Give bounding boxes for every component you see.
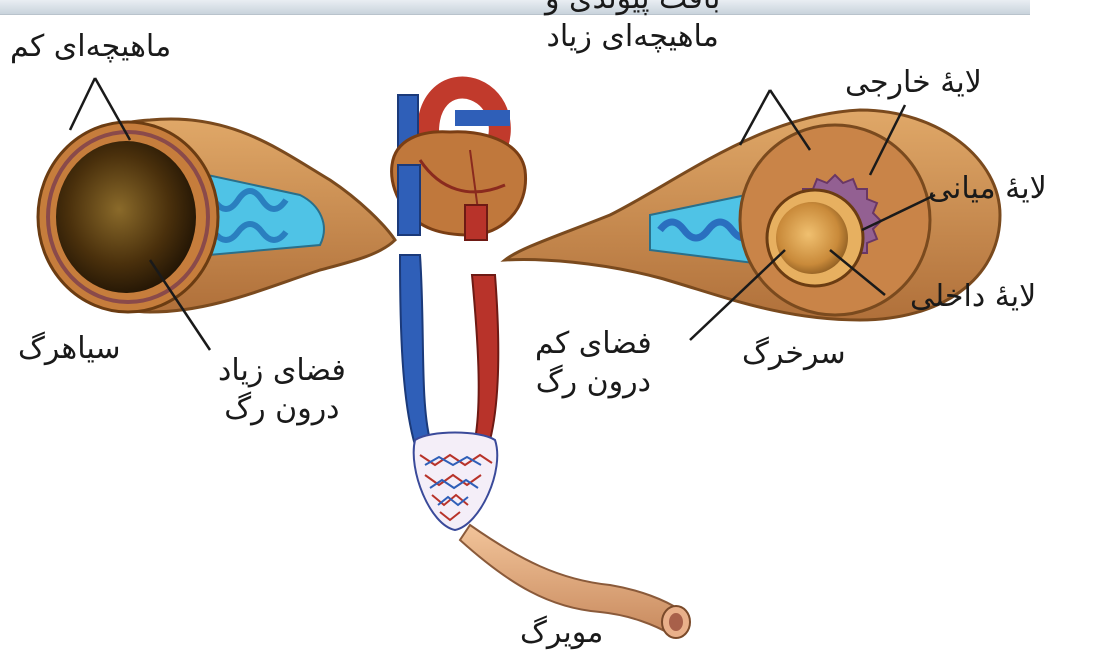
label-artery: سرخرگ	[742, 335, 846, 373]
label-vein-lumen: فضای زیاد درون رگ	[218, 352, 346, 428]
vein-cross-section	[38, 119, 395, 312]
vein-tube-upper	[398, 165, 420, 235]
label-outer-layer: لایهٔ خارجی	[845, 64, 982, 102]
label-low-muscle: ماهیچه‌ای کم	[10, 28, 171, 66]
leader-low-muscle-a	[70, 78, 95, 130]
vein-tube-lower	[400, 255, 430, 445]
label-middle-layer: لایهٔ میانی	[928, 170, 1047, 208]
artery-lumen	[776, 202, 848, 274]
vein-lumen	[56, 141, 196, 293]
label-artery-lumen: فضای کم درون رگ	[535, 325, 652, 401]
artery-tube-upper	[465, 205, 487, 240]
label-inner-layer: لایهٔ داخلی	[910, 278, 1036, 316]
label-vein: سیاهرگ	[18, 330, 121, 368]
label-capillary: مویرگ	[520, 614, 603, 652]
artery-tube-lower	[472, 275, 498, 440]
label-artery-tissue: بافت پیوندی و ماهیچه‌ای زیاد	[545, 0, 720, 56]
